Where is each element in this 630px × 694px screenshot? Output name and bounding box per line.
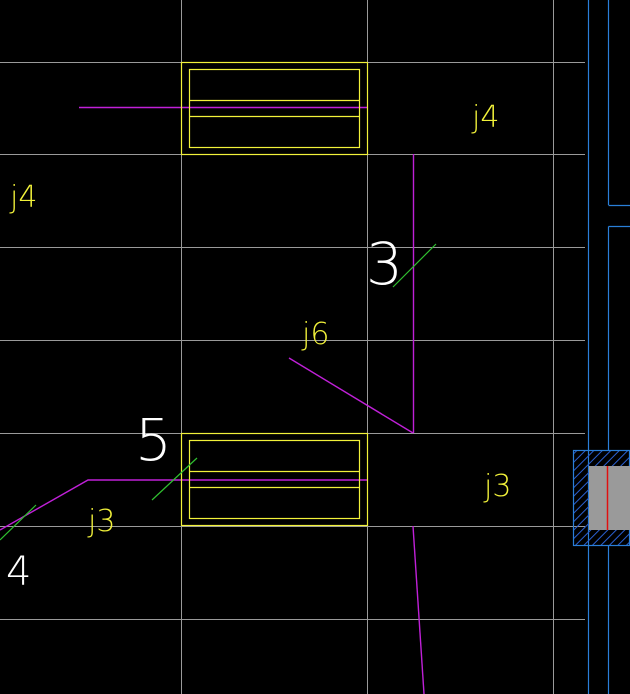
equipment-top	[180, 61, 369, 156]
label-j3-left: j3	[87, 504, 115, 539]
label-mark-5: 5	[135, 406, 172, 474]
wall-right	[587, 0, 630, 694]
label-mark-3: 3	[366, 230, 403, 298]
equipment-bottom	[180, 432, 369, 527]
pipe-lines	[0, 106, 425, 694]
leader-lines	[0, 243, 437, 541]
label-j6: j6	[301, 317, 329, 352]
pipe-segment	[0, 479, 367, 531]
column-section	[572, 449, 630, 547]
label-j3-right: j3	[483, 469, 511, 504]
label-j4-top-right: j4	[471, 100, 499, 135]
leader-line	[0, 504, 37, 541]
label-mark-4: 4	[6, 549, 31, 595]
pipe-segment	[412, 525, 425, 694]
leader-line	[151, 457, 198, 501]
label-j4-left: j4	[9, 180, 37, 215]
leader-line	[392, 243, 437, 288]
pipe-segment	[288, 357, 414, 434]
